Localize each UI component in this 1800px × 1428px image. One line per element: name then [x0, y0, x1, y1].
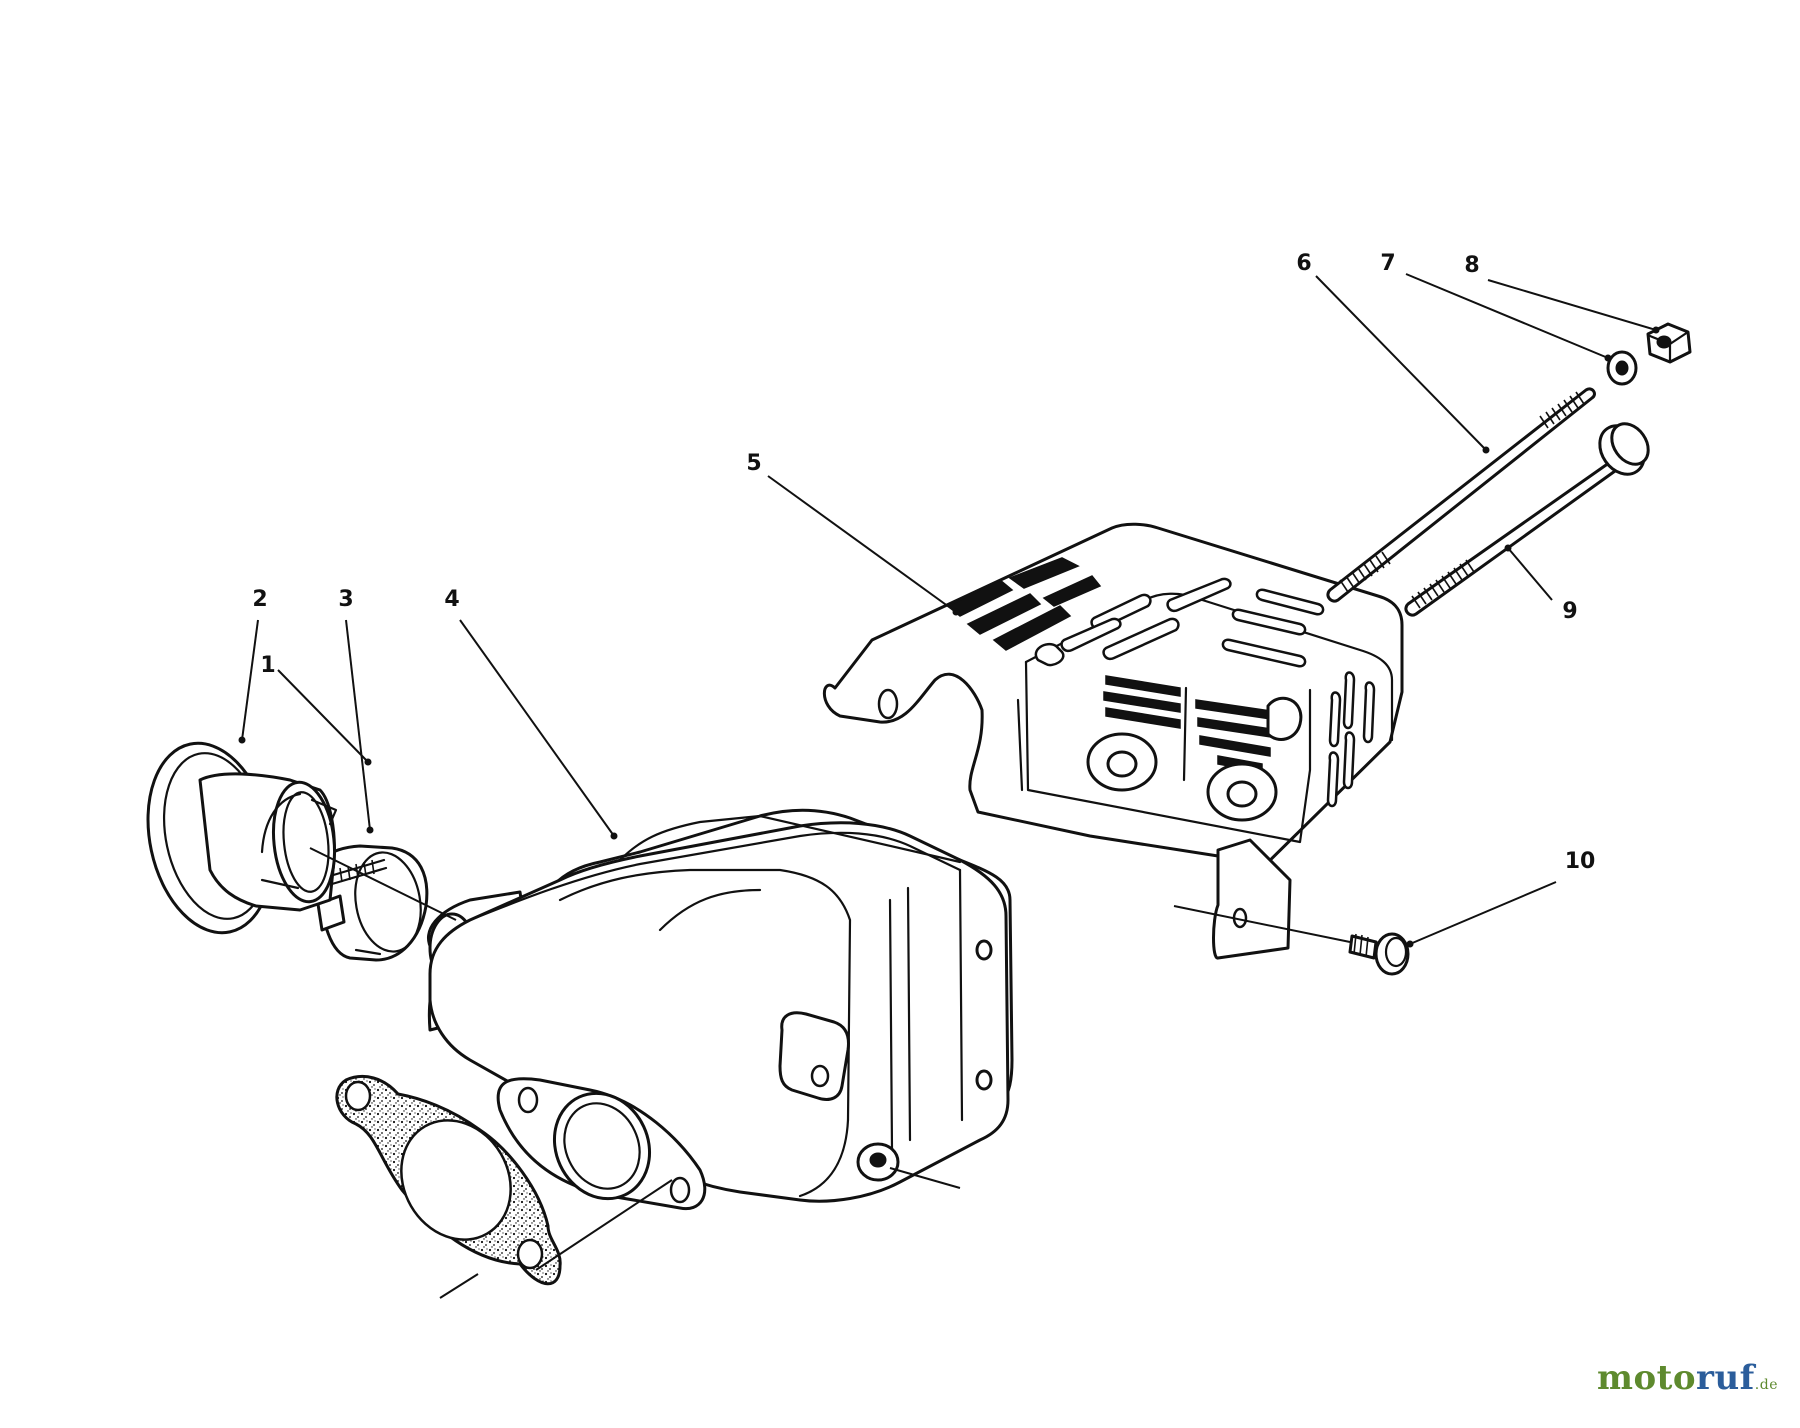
callout-3: 3	[338, 587, 353, 612]
part-1-gasket	[335, 1075, 562, 1286]
callout-4: 4	[444, 587, 459, 612]
part-9-bolt	[1404, 422, 1650, 617]
part-10-screw	[1348, 932, 1410, 976]
part-2-deflector	[146, 741, 338, 935]
part-6-stud	[1326, 387, 1596, 603]
watermark-logo: motoruf.de	[1597, 1358, 1778, 1398]
callout-1: 1	[260, 653, 275, 678]
part-7-washer	[1606, 350, 1638, 386]
part-5-heat-shield	[822, 522, 1404, 960]
part-4-muffler	[426, 808, 1014, 1211]
callout-labels: 1 2 3 4 5 6 7 8 9 10	[252, 251, 1595, 874]
watermark-part2: ruf	[1696, 1358, 1755, 1398]
leader-lines	[238, 273, 1660, 1299]
callout-6: 6	[1296, 251, 1311, 276]
callout-10: 10	[1565, 849, 1596, 874]
callout-2: 2	[252, 587, 267, 612]
callout-5: 5	[746, 451, 761, 476]
callout-8: 8	[1464, 253, 1479, 278]
watermark-suffix: .de	[1754, 1377, 1778, 1393]
callout-7: 7	[1380, 251, 1395, 276]
callout-9: 9	[1562, 599, 1577, 624]
part-8-nut	[1646, 322, 1692, 364]
watermark-part1: moto	[1596, 1358, 1697, 1398]
